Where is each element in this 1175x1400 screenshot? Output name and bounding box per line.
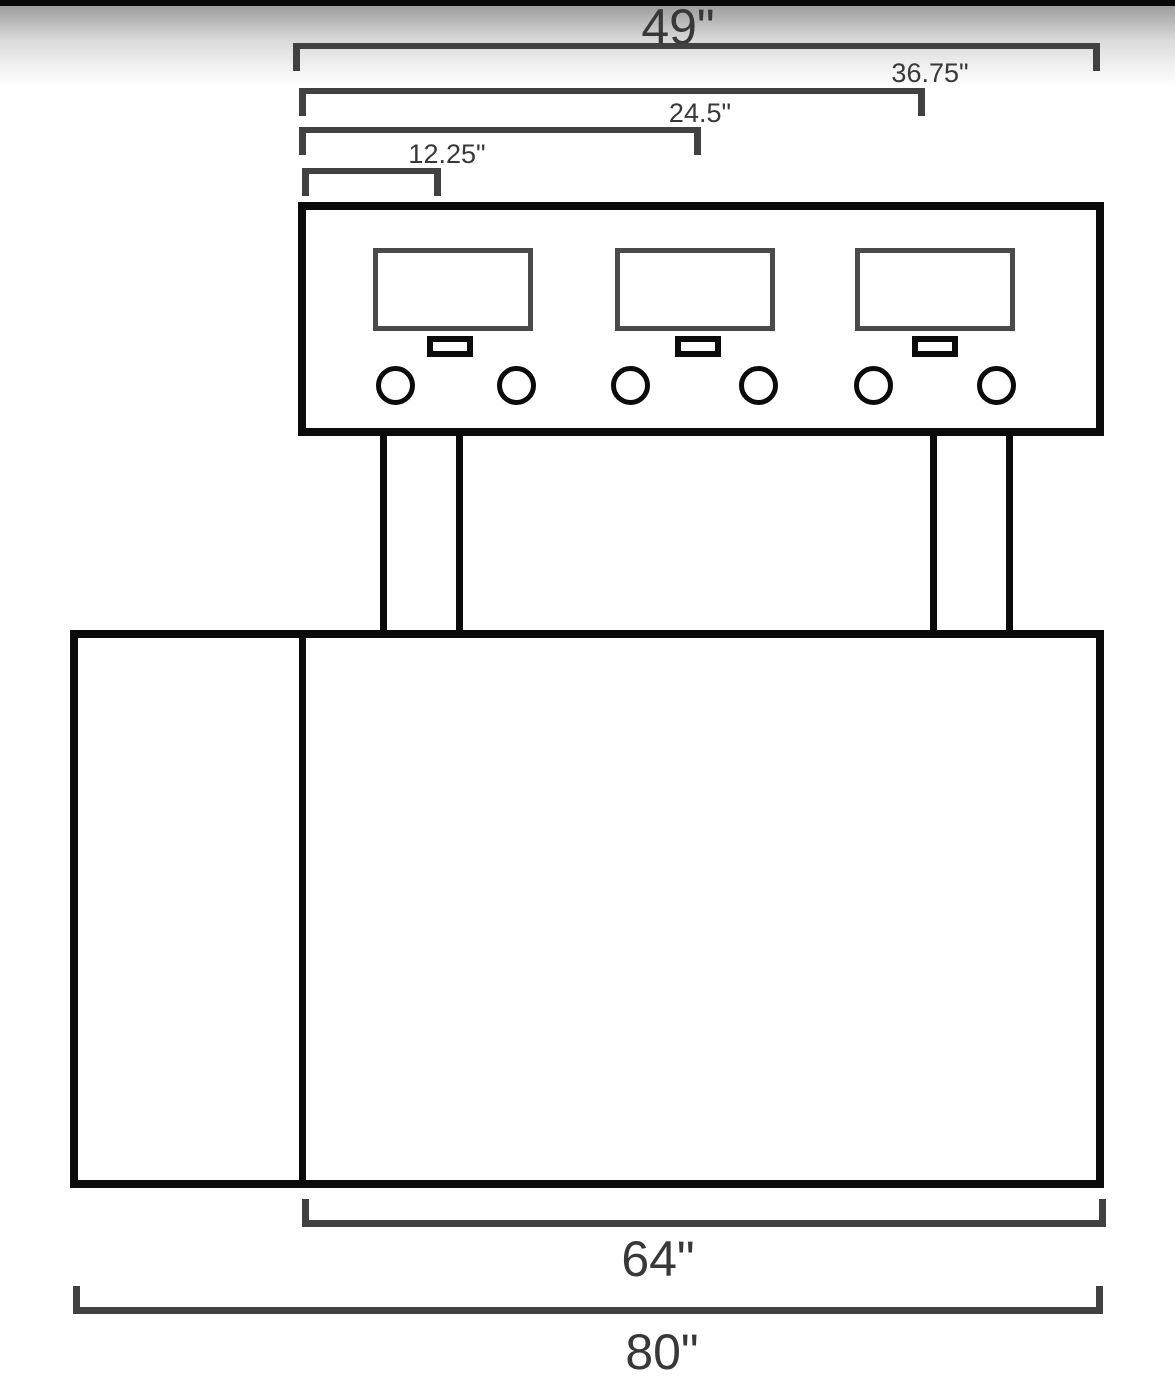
dimension-bracket-64 bbox=[302, 1199, 1106, 1227]
knob-6 bbox=[977, 366, 1016, 405]
dimension-bracket-80 bbox=[73, 1286, 1103, 1314]
knob-5 bbox=[854, 366, 893, 405]
dimension-tick-right bbox=[1093, 43, 1100, 71]
knob-1 bbox=[376, 366, 415, 405]
dimension-tick-left bbox=[299, 127, 306, 155]
top-edge-bar bbox=[0, 0, 1175, 6]
dimension-line bbox=[302, 1220, 1106, 1227]
dimension-line bbox=[73, 1307, 1103, 1314]
display-screen-3 bbox=[855, 248, 1015, 331]
dimension-label-64: 64" bbox=[621, 1231, 695, 1287]
dimension-tick-right bbox=[918, 88, 925, 116]
right-leg-outline bbox=[930, 432, 1013, 634]
dimension-label-24-5: 24.5" bbox=[668, 98, 732, 128]
knob-2 bbox=[497, 366, 536, 405]
dimension-tick-left bbox=[299, 88, 306, 116]
left-leg-outline bbox=[380, 432, 463, 634]
dimension-tick-right bbox=[1096, 1286, 1103, 1314]
dimension-label-80: 80" bbox=[625, 1324, 699, 1380]
dimension-label-36-75: 36.75" bbox=[891, 58, 969, 88]
dimension-bracket-12-25 bbox=[302, 168, 441, 196]
card-slot-1 bbox=[427, 336, 473, 357]
dimension-line bbox=[293, 43, 1100, 49]
dimension-bracket-36-75 bbox=[299, 88, 925, 116]
dimension-bracket-49 bbox=[293, 43, 1100, 71]
dimension-line bbox=[299, 127, 701, 133]
display-screen-2 bbox=[615, 248, 775, 331]
dimension-tick-left bbox=[293, 43, 300, 71]
table-outline bbox=[70, 630, 1104, 1188]
knob-4 bbox=[739, 366, 778, 405]
dimension-tick-right bbox=[434, 168, 441, 196]
table-divider-line bbox=[299, 630, 306, 1188]
dimension-line bbox=[302, 168, 441, 174]
dimension-tick-left bbox=[302, 1199, 309, 1227]
knob-3 bbox=[611, 366, 650, 405]
dimension-tick-left bbox=[73, 1286, 80, 1314]
display-screen-1 bbox=[373, 248, 533, 331]
dimension-tick-right bbox=[694, 127, 701, 155]
card-slot-3 bbox=[912, 336, 958, 357]
card-slot-2 bbox=[675, 336, 721, 357]
dimension-tick-right bbox=[1099, 1199, 1106, 1227]
dimension-line bbox=[299, 88, 925, 94]
dimension-bracket-24-5 bbox=[299, 127, 701, 155]
dimension-label-12-25: 12.25" bbox=[408, 139, 486, 169]
dimension-tick-left bbox=[302, 168, 309, 196]
